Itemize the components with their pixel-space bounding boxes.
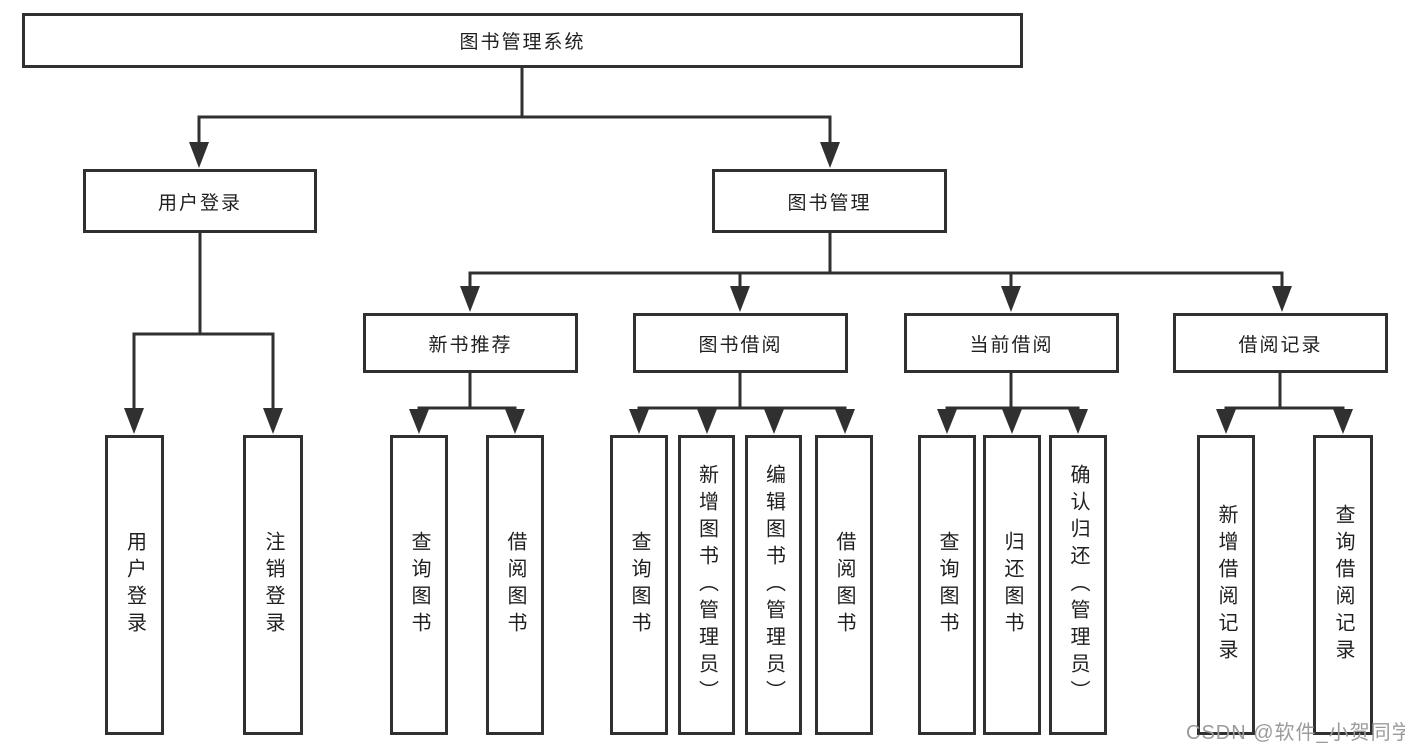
connector-book-borrow-branch xyxy=(637,373,847,410)
node-book-management: 图书管理 xyxy=(712,169,947,233)
leaf-add-borrow-record: 新增借阅记录 xyxy=(1197,435,1255,735)
leaf-query-books-recommend: 查询图书 xyxy=(390,435,448,735)
node-book-borrow: 图书借阅 xyxy=(633,313,848,373)
leaf-borrow-books-recommend: 借阅图书 xyxy=(486,435,544,735)
leaf-edit-books-admin: 编辑图书（管理员） xyxy=(745,435,802,735)
node-user-login: 用户登录 xyxy=(83,169,317,233)
node-new-book-recommend: 新书推荐 xyxy=(363,313,578,373)
connector-user-login-branch xyxy=(132,233,275,412)
connector-new-book-branch xyxy=(417,373,517,410)
leaf-query-books-borrow: 查询图书 xyxy=(610,435,668,735)
leaf-confirm-return-admin: 确认归还（管理员） xyxy=(1049,435,1107,735)
connector-root-to-level2 xyxy=(197,68,832,144)
node-borrow-records: 借阅记录 xyxy=(1173,313,1388,373)
arrowheads xyxy=(124,142,1353,434)
leaf-borrow-books: 借阅图书 xyxy=(815,435,873,735)
leaf-logout: 注销登录 xyxy=(243,435,303,735)
leaf-add-books-admin: 新增图书（管理员） xyxy=(678,435,735,735)
connector-book-management-branch xyxy=(468,233,1284,288)
node-current-borrow: 当前借阅 xyxy=(904,313,1119,373)
leaf-user-login: 用户登录 xyxy=(105,435,164,735)
connector-current-borrow-branch xyxy=(945,373,1080,410)
leaf-query-borrow-record: 查询借阅记录 xyxy=(1313,435,1373,735)
csdn-watermark: CSDN @软件_小贺同学 xyxy=(1186,722,1405,744)
connector-borrow-records-branch xyxy=(1224,373,1345,410)
leaf-return-books: 归还图书 xyxy=(983,435,1041,735)
node-root: 图书管理系统 xyxy=(22,13,1023,68)
leaf-query-books-current: 查询图书 xyxy=(918,435,976,735)
